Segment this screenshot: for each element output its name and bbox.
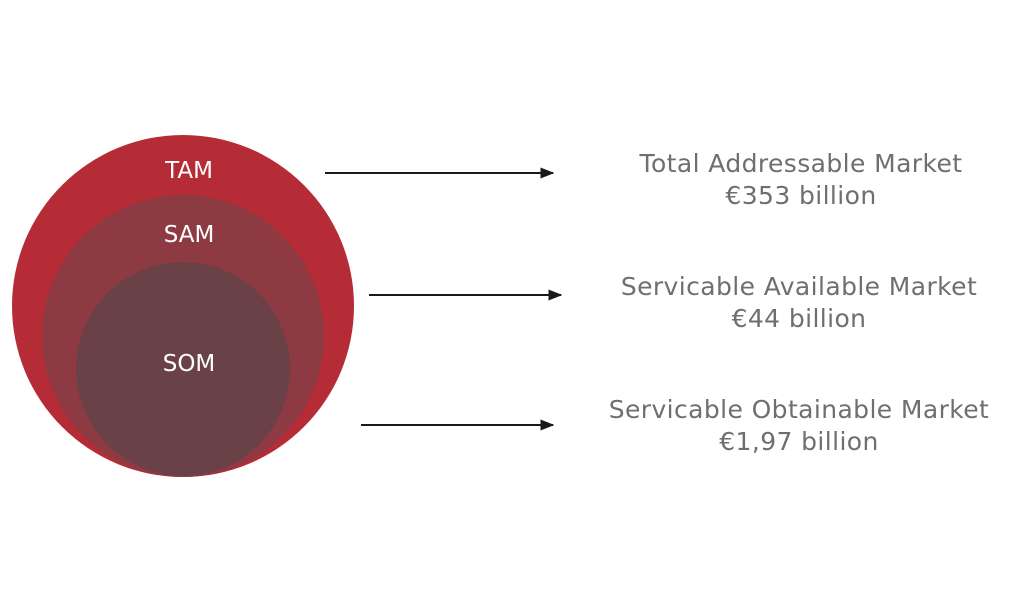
tam-description: Total Addressable Market €353 billion <box>561 148 1024 212</box>
tam-name: Total Addressable Market <box>639 149 963 178</box>
tam-circle-label: TAM <box>164 158 213 184</box>
sam-circle-label: SAM <box>164 222 215 248</box>
sam-name: Servicable Available Market <box>620 272 978 301</box>
sam-value: €44 billion <box>731 304 867 333</box>
som-value: €1,97 billion <box>719 427 879 456</box>
som-circle-label: SOM <box>163 351 216 377</box>
som-description: Servicable Obtainable Market €1,97 billi… <box>559 394 1024 458</box>
tam-value: €353 billion <box>725 181 877 210</box>
sam-description: Servicable Available Market €44 billion <box>559 271 1024 335</box>
som-name: Servicable Obtainable Market <box>608 395 990 424</box>
som-circle <box>76 262 290 476</box>
